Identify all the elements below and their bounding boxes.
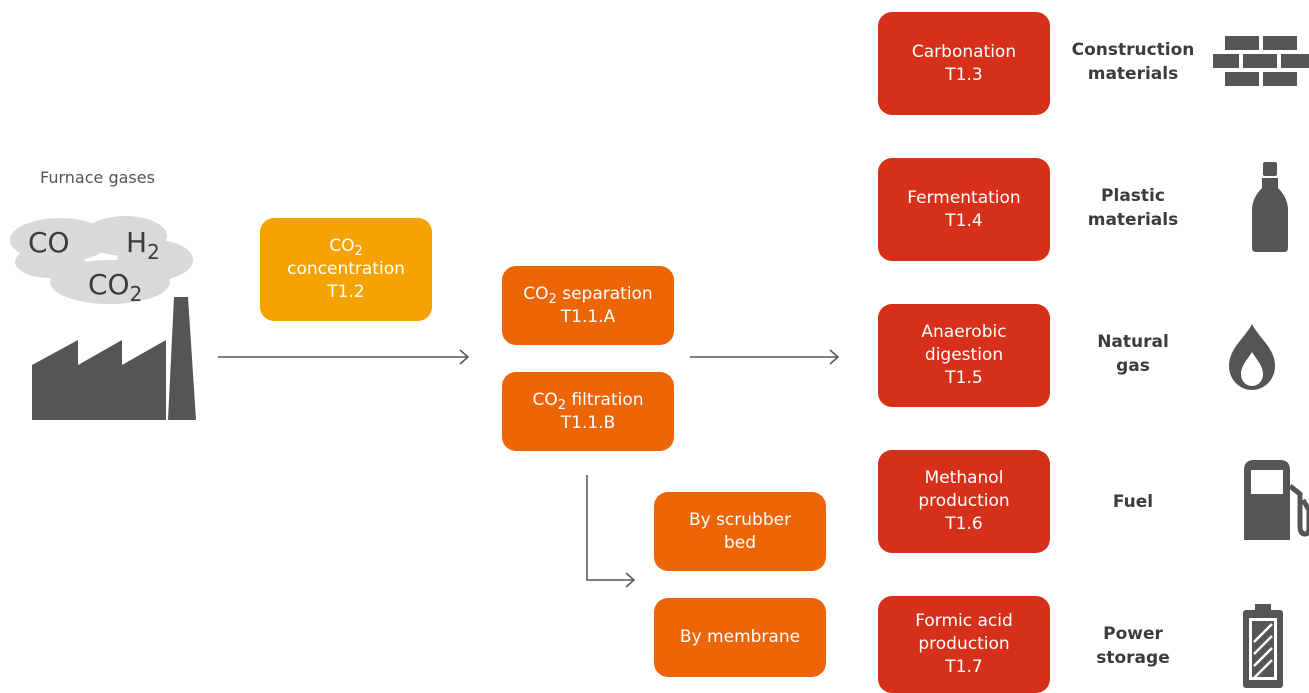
gas-h2: H2	[126, 226, 160, 264]
smoke-cloud-icon	[10, 216, 193, 304]
factory-icon	[32, 297, 196, 420]
anaerobic-digestion-box: Anaerobic digestion T1.5	[878, 304, 1050, 407]
membrane-box: By membrane	[654, 598, 826, 677]
product-power-storage: Power storage	[1096, 624, 1170, 668]
formic-acid-production-box: Formic acid production T1.7	[878, 596, 1050, 693]
gas-co: CO	[28, 226, 70, 259]
methanol-production-box: Methanol production T1.6	[878, 450, 1050, 553]
arrow-filtration-to-methods	[586, 475, 634, 581]
co2-separation-box: CO2 separation T1.1.A	[502, 266, 674, 345]
flame-icon	[1229, 324, 1275, 390]
product-construction-materials: Construction materials	[1071, 40, 1195, 84]
scrubber-bed-box: By scrubber bed	[654, 492, 826, 571]
product-fuel: Fuel	[1112, 492, 1154, 512]
fermentation-box: Fermentation T1.4	[878, 158, 1050, 261]
co2-concentration-box: CO2 concentration T1.2	[260, 218, 432, 321]
gas-co2: CO2	[88, 268, 143, 306]
co2-filtration-box: CO2 filtration T1.1.B	[502, 372, 674, 451]
product-plastic-materials: Plastic materials	[1087, 186, 1179, 230]
furnace-gases-label: Furnace gases	[40, 168, 155, 187]
brick-wall-icon	[1213, 36, 1309, 86]
bottle-icon	[1252, 162, 1288, 252]
product-natural-gas: Natural gas	[1097, 332, 1169, 376]
fuel-pump-icon	[1244, 460, 1309, 540]
battery-icon	[1243, 604, 1283, 688]
carbonation-box: Carbonation T1.3	[878, 12, 1050, 115]
